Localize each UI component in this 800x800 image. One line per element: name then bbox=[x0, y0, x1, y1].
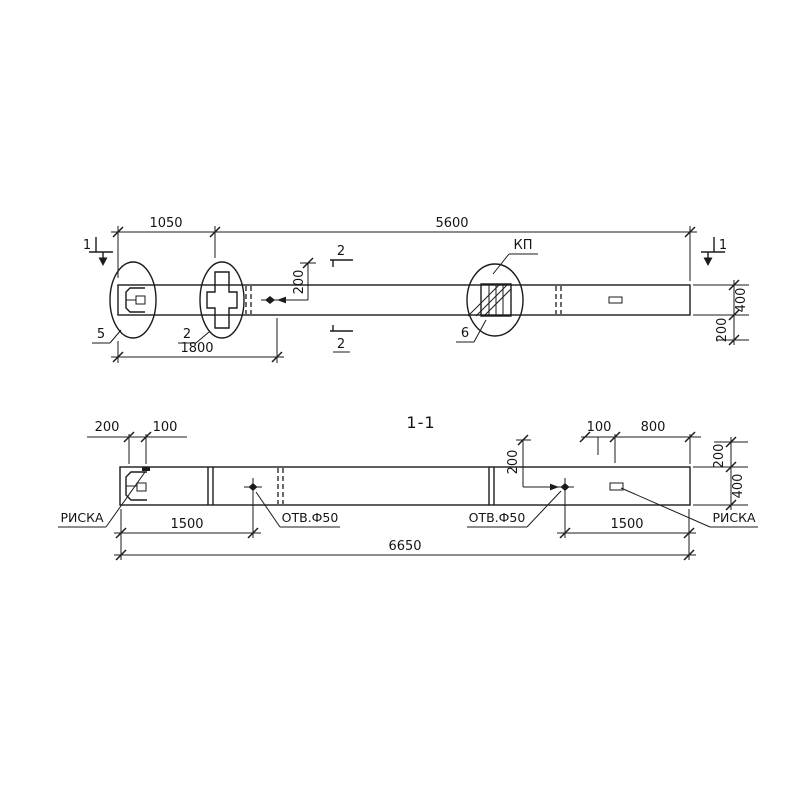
section-mark-1-left: 1 bbox=[83, 237, 113, 266]
section-topright-dims: 100 800 bbox=[579, 420, 701, 464]
plan-lifting-loop-detail bbox=[199, 261, 245, 339]
section-1-label: 1 bbox=[719, 238, 727, 253]
section-hole-offset-dim: 200 bbox=[506, 434, 559, 491]
dim-1050: 1050 bbox=[149, 216, 182, 231]
hole-left-callout: ОТВ.Ф50 bbox=[255, 491, 340, 528]
section-view: 1-1 bbox=[58, 413, 758, 561]
dim-5600: 5600 bbox=[435, 216, 468, 231]
hole-right-label: ОТВ.Ф50 bbox=[469, 510, 526, 525]
dim-400: 400 bbox=[734, 288, 749, 313]
dim-1800: 1800 bbox=[180, 341, 213, 356]
section-2-label: 2 bbox=[337, 244, 345, 259]
section-mark-2-bottom: 2 bbox=[330, 325, 353, 353]
kp-callout: КП bbox=[492, 238, 538, 275]
plan-kp-plate-detail bbox=[466, 263, 524, 337]
dim-200-hole: 200 bbox=[506, 450, 521, 475]
plan-riska-mark bbox=[608, 296, 623, 304]
section-2-label: 2 bbox=[337, 337, 345, 352]
dim-800: 800 bbox=[641, 420, 666, 435]
plan-1800-dim: 1800 bbox=[111, 318, 284, 363]
plan-top-dimension-chain: 1050 5600 bbox=[111, 216, 697, 281]
section-topleft-dims: 200 100 bbox=[87, 420, 187, 464]
plan-right-dims: 400 200 bbox=[693, 279, 749, 346]
callout-6: 6 bbox=[456, 319, 487, 343]
dim-100-left: 100 bbox=[153, 420, 178, 435]
dim-1500-right: 1500 bbox=[610, 517, 643, 532]
riska-right-label: РИСКА bbox=[712, 510, 755, 525]
callout-2-label: 2 bbox=[183, 327, 191, 342]
dim-200-anchor: 200 bbox=[292, 270, 307, 295]
plan-left-anchor-detail bbox=[109, 261, 157, 339]
section-1-label: 1 bbox=[83, 238, 91, 253]
dim-200-edge: 200 bbox=[715, 318, 730, 343]
dim-6650: 6650 bbox=[388, 539, 421, 554]
riska-left-label: РИСКА bbox=[60, 510, 103, 525]
dim-100-right: 100 bbox=[587, 420, 612, 435]
dim-400-section: 400 bbox=[731, 474, 746, 499]
callout-5: 5 bbox=[92, 327, 122, 344]
riska-right-callout: РИСКА bbox=[620, 487, 758, 528]
section-title: 1-1 bbox=[406, 413, 435, 432]
plan-fixing-point-marker bbox=[261, 296, 279, 304]
callout-2: 2 bbox=[178, 327, 210, 344]
callout-6-label: 6 bbox=[461, 326, 469, 341]
dim-200-left: 200 bbox=[95, 420, 120, 435]
section-1500-left-dim: 1500 bbox=[114, 496, 261, 560]
plan-beam bbox=[117, 284, 691, 316]
section-mark-2-top: 2 bbox=[330, 244, 353, 267]
dim-1500-left: 1500 bbox=[170, 517, 203, 532]
section-1500-right-dim: 1500 bbox=[557, 496, 696, 560]
hole-marker-left bbox=[244, 478, 262, 496]
plan-view: 1050 5600 200 1800 bbox=[83, 216, 749, 363]
riska-left-callout: РИСКА bbox=[58, 471, 146, 528]
hole-left-label: ОТВ.Ф50 bbox=[282, 510, 339, 525]
section-riska-mark-left bbox=[142, 467, 150, 471]
kp-label: КП bbox=[513, 238, 532, 253]
section-overall-dim: 6650 bbox=[114, 539, 696, 561]
section-beam bbox=[119, 466, 691, 506]
section-riska-mark-right bbox=[609, 482, 624, 491]
dim-200-edge-section: 200 bbox=[712, 444, 727, 469]
section-right-dims: 200 400 bbox=[693, 436, 748, 511]
section-left-anchor-detail bbox=[125, 467, 150, 501]
plan-anchor-offset-dim: 200 bbox=[277, 257, 316, 304]
section-mark-1-right: 1 bbox=[701, 237, 727, 266]
callout-5-label: 5 bbox=[97, 327, 105, 342]
hole-right-callout: ОТВ.Ф50 bbox=[467, 490, 562, 528]
